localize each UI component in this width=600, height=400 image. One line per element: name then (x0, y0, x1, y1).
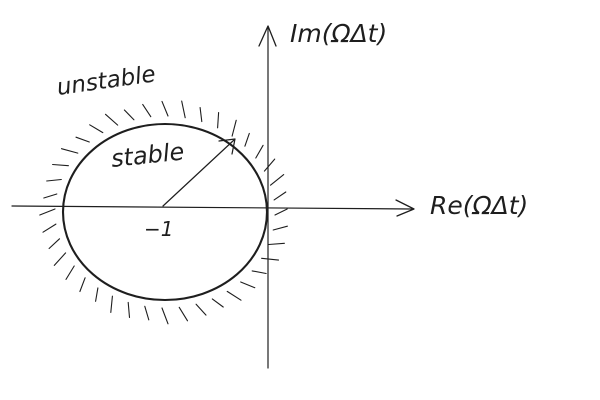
hatch-mark (79, 277, 86, 293)
radius-arrow (162, 139, 235, 207)
stable-region-label: stable (110, 137, 186, 173)
hatch-mark (231, 119, 237, 137)
hatch-mark (52, 163, 69, 167)
hatch-mark (53, 252, 67, 266)
hatch-mark (199, 107, 203, 123)
hatch-mark (144, 305, 150, 321)
hatch-mark (43, 193, 58, 199)
hatch-mark (263, 158, 276, 172)
hatch-mark (89, 124, 104, 134)
hatch-mark (261, 257, 280, 261)
hatch-mark (211, 298, 224, 308)
real-axis-label: Re(ΩΔt) (430, 191, 528, 220)
hatch-mark (48, 238, 61, 250)
center-label: −1 (144, 217, 173, 241)
hatch-mark (269, 174, 285, 186)
hatch-mark (110, 295, 113, 313)
hatch-mark (273, 191, 287, 201)
hatch-mark (195, 303, 207, 316)
hatch-mark (42, 223, 57, 233)
hatch-mark (251, 270, 267, 275)
unstable-region-label: unstable (55, 61, 157, 101)
hatch-mark (272, 225, 288, 231)
hatch-mark (255, 144, 264, 159)
radius-arrowhead (218, 138, 236, 155)
hatch-mark (123, 109, 135, 121)
stability-circle (61, 122, 269, 302)
imaginary-axis-label: Im(ΩΔt) (290, 19, 387, 48)
hatch-mark (161, 307, 169, 325)
hatch-mark (268, 242, 285, 246)
hatch-mark (127, 301, 131, 319)
hatch-mark (226, 290, 242, 301)
imaginary-axis-arrowhead (258, 25, 277, 47)
hatch-mark (95, 287, 99, 302)
hatch-mark (217, 112, 220, 129)
hatch-mark (104, 113, 119, 126)
hatch-mark (240, 281, 256, 289)
real-axis-arrowhead (395, 199, 415, 217)
hatch-mark (39, 208, 56, 216)
hatch-mark (181, 100, 186, 119)
hatch-mark (75, 136, 90, 143)
hatch-mark (65, 265, 75, 280)
hatch-mark (161, 100, 169, 117)
unstable-region-hatching (39, 100, 288, 325)
real-axis (11, 205, 413, 210)
hatch-mark (244, 132, 250, 147)
hatch-mark (274, 208, 288, 216)
hatch-mark (142, 103, 152, 118)
hatch-mark (60, 148, 79, 154)
hatch-mark (178, 306, 189, 322)
hatch-mark (46, 178, 62, 182)
